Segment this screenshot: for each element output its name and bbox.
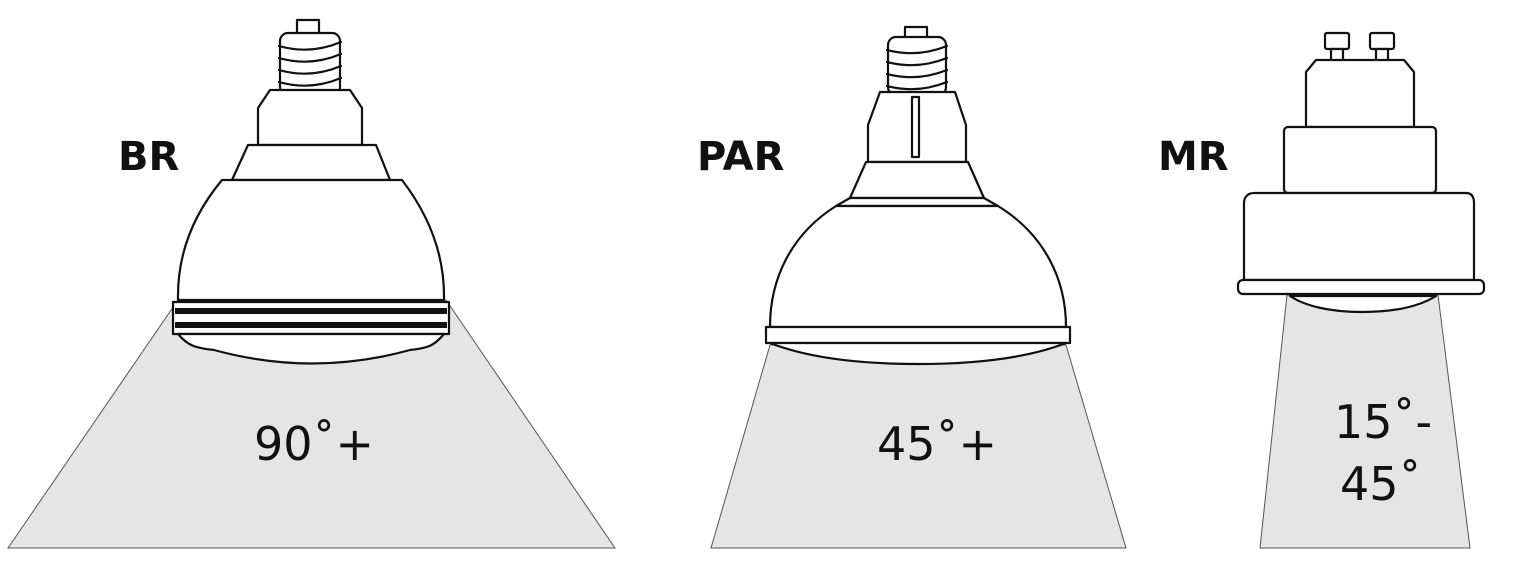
- par-shoulder: [834, 196, 1000, 208]
- mr-cap: [1304, 58, 1416, 129]
- br-rim: [171, 300, 451, 336]
- mr-angle-label-line2: 45˚: [1340, 457, 1422, 511]
- br-screw-base: [277, 18, 343, 97]
- mr-type-label: MR: [1158, 134, 1229, 180]
- par-collar: [848, 160, 986, 200]
- par-bulb-group: PAR 45˚+: [697, 25, 1127, 549]
- par-type-label: PAR: [697, 134, 784, 180]
- br-rim-band-upper: [175, 308, 447, 314]
- br-lens: [176, 332, 446, 365]
- mr-flange: [1236, 278, 1486, 296]
- mr-lens: [1288, 294, 1438, 314]
- mr-lower-body: [1242, 191, 1476, 282]
- br-rim-band-lower: [175, 322, 447, 328]
- br-type-label: BR: [118, 134, 179, 180]
- br-bulb-group: BR 90˚+: [7, 18, 616, 549]
- br-collar: [230, 143, 392, 182]
- br-neck: [256, 88, 364, 147]
- par-angle-label: 45˚+: [877, 417, 997, 471]
- mr-upper-body: [1282, 125, 1438, 195]
- par-lens: [768, 341, 1068, 366]
- par-neck-slot: [910, 95, 921, 159]
- mr-angle-label-line1: 15˚-: [1334, 395, 1432, 449]
- par-rim: [764, 325, 1072, 345]
- br-angle-label: 90˚+: [254, 417, 374, 471]
- par-screw-base: [885, 25, 949, 97]
- par-body: [768, 204, 1068, 329]
- br-body: [176, 178, 446, 302]
- mr-pins: [1323, 31, 1396, 63]
- mr-bulb-group: MR 15˚- 45˚: [1158, 31, 1486, 549]
